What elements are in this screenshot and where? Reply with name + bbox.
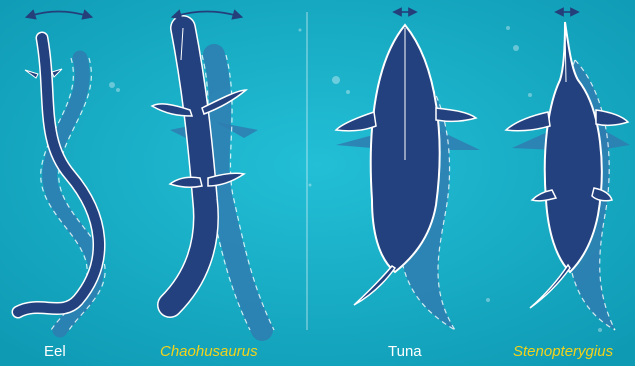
tuna-label: Tuna bbox=[388, 343, 422, 361]
chaohusaurus-label: Chaohusaurus bbox=[160, 343, 258, 361]
eel-label: Eel bbox=[44, 343, 66, 361]
stenopterygius-label: Stenopterygius bbox=[513, 343, 613, 361]
